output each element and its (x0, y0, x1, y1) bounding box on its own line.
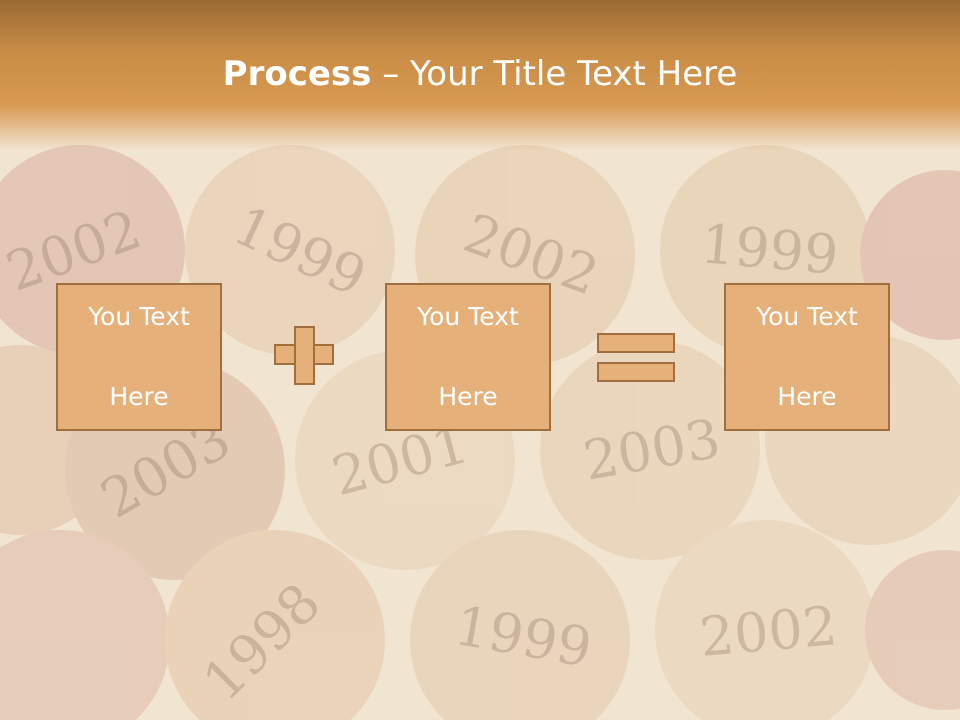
title-bold: Process (222, 54, 372, 94)
box-line-2: Here (777, 382, 837, 411)
title-banner (0, 0, 960, 150)
cork-label: 1999 (698, 212, 840, 287)
box-line-2: Here (109, 382, 169, 411)
box-line-1: You Text (88, 302, 190, 331)
box-line-2: Here (438, 382, 498, 411)
box-line-1: You Text (417, 302, 519, 331)
title-separator: – (371, 54, 411, 94)
title-rest: Your Title Text Here (410, 54, 738, 94)
box-line-1: You Text (756, 302, 858, 331)
cork-label: 2002 (697, 594, 839, 669)
slide-title[interactable]: Process – Your Title Text Here (0, 54, 960, 94)
